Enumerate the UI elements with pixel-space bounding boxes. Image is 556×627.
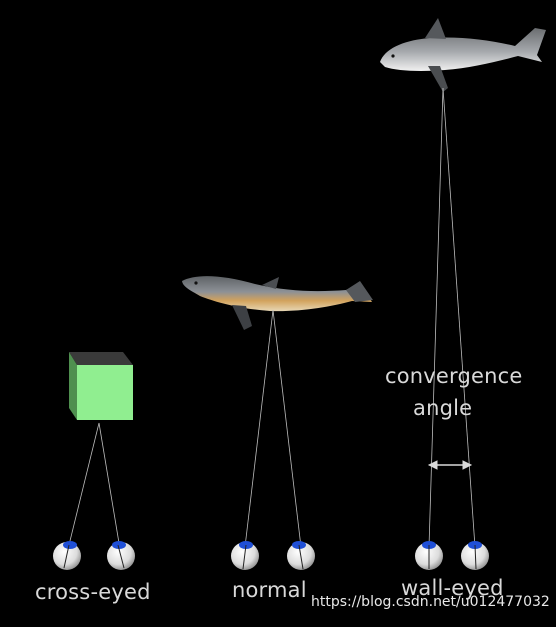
convergence-label-line2: angle bbox=[413, 396, 473, 420]
dolphin-eye bbox=[194, 281, 198, 285]
shark-body bbox=[380, 28, 546, 71]
normal-label: normal bbox=[232, 578, 307, 602]
dolphin-icon bbox=[182, 276, 373, 330]
dolphin-tail bbox=[346, 281, 373, 302]
convergence-label-line1: convergence bbox=[385, 364, 523, 388]
dolphin-dorsal-fin bbox=[262, 277, 279, 289]
wall-eyed-label: wall-eyed bbox=[401, 576, 504, 600]
cross-eyed-label: cross-eyed bbox=[35, 580, 151, 604]
shark-pectoral-fin bbox=[428, 66, 448, 92]
shark-eye bbox=[391, 54, 395, 58]
normal-left-sight-line bbox=[244, 309, 274, 548]
eyeballs bbox=[53, 541, 489, 570]
wall-left-sight-line bbox=[428, 87, 444, 548]
eyeball-icon bbox=[287, 541, 315, 570]
shark-icon bbox=[380, 18, 546, 92]
cube-front-face bbox=[77, 365, 133, 420]
watermark-url: https://blog.csdn.net/u012477032 bbox=[311, 594, 550, 610]
eyeball-icon bbox=[231, 541, 259, 570]
convergence-angle-arrow bbox=[427, 460, 473, 470]
eyeball-icon bbox=[53, 541, 81, 570]
green-cube-icon bbox=[69, 352, 133, 420]
wall-right-sight-line bbox=[442, 87, 476, 548]
normal-right-sight-line bbox=[272, 309, 302, 548]
eyeball-icon bbox=[107, 541, 135, 570]
sight-lines bbox=[67, 87, 476, 550]
cross-left-sight-line bbox=[67, 422, 100, 550]
eyeball-icon bbox=[461, 541, 489, 570]
dolphin-flipper bbox=[232, 305, 252, 330]
cube-top-face bbox=[69, 352, 133, 365]
cube-side-face bbox=[69, 352, 77, 420]
cross-right-sight-line bbox=[98, 422, 121, 550]
shark-dorsal-fin bbox=[425, 18, 446, 39]
dolphin-body bbox=[182, 276, 372, 312]
eyeball-icon bbox=[415, 541, 443, 570]
